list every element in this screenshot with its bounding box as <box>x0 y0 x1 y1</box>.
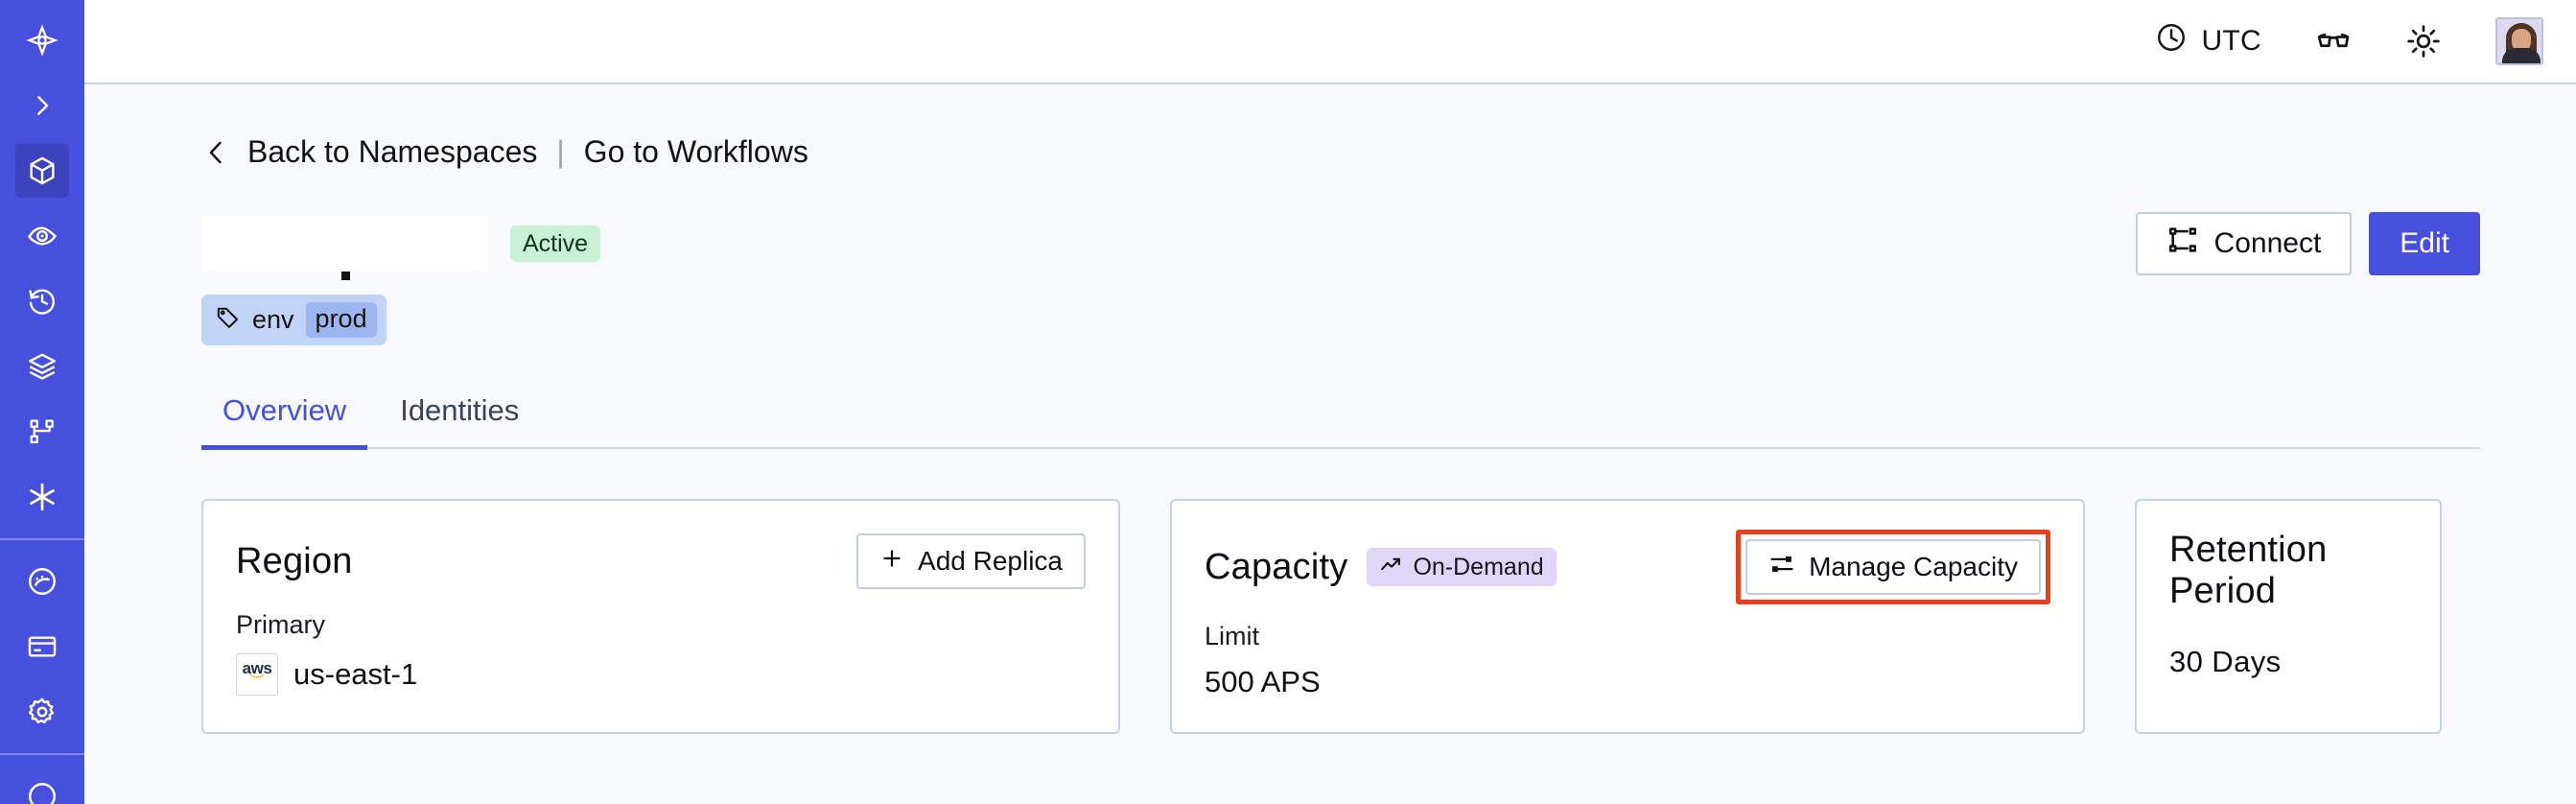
user-avatar[interactable] <box>2495 17 2543 65</box>
capacity-card: Capacity On-Demand <box>1170 499 2085 734</box>
tag-chip-env[interactable]: env prod <box>201 295 386 345</box>
tag-value: prod <box>305 302 377 338</box>
help-circle-icon <box>26 780 59 804</box>
glasses-icon[interactable] <box>2315 23 2352 59</box>
tag-key: env <box>252 305 294 334</box>
region-sub-label: Primary <box>236 610 325 639</box>
asterisk-icon <box>25 480 59 514</box>
primary-sidebar <box>0 0 84 804</box>
manage-capacity-button[interactable]: Manage Capacity <box>1745 539 2041 595</box>
gear-icon <box>26 696 59 728</box>
namespace-title-group: Active <box>201 216 601 280</box>
gauge-icon <box>26 565 59 598</box>
sun-icon[interactable] <box>2405 23 2442 59</box>
trending-up-icon <box>1379 553 1403 581</box>
timezone-label: UTC <box>2201 25 2261 57</box>
chevron-right-icon <box>28 91 57 120</box>
sidebar-item-usage[interactable] <box>15 555 69 608</box>
namespace-header-row: Active <box>201 210 2480 280</box>
avatar-body <box>2502 48 2541 63</box>
capacity-card-header: Capacity On-Demand <box>1205 530 2050 604</box>
connect-button-label: Connect <box>2213 227 2322 259</box>
region-card-title: Region <box>236 540 353 581</box>
top-bar: UTC <box>84 0 2576 84</box>
sidebar-item-expand-nav[interactable] <box>15 79 69 132</box>
sidebar-item-integrations[interactable] <box>15 470 69 524</box>
sidebar-item-brand-logo[interactable] <box>15 13 69 67</box>
aws-logo-swoosh: ︶ <box>249 674 265 690</box>
sidebar-item-help[interactable] <box>15 769 69 804</box>
connect-flow-icon <box>2166 224 2199 264</box>
layers-icon <box>26 350 59 383</box>
page-inner: Back to Namespaces | Go to Workflows Act… <box>84 134 2576 734</box>
plus-icon <box>879 546 904 578</box>
aws-logo-icon: aws ︶ <box>236 653 278 696</box>
edit-button[interactable]: Edit <box>2369 212 2480 275</box>
on-demand-badge: On-Demand <box>1367 548 1557 586</box>
breadcrumb-back-link[interactable]: Back to Namespaces <box>247 134 538 169</box>
sidebar-item-billing[interactable] <box>15 620 69 674</box>
tag-icon <box>215 304 241 337</box>
main-column: UTC <box>84 0 2576 804</box>
capacity-sub-label: Limit <box>1205 622 1260 650</box>
retention-card: Retention Period 30 Days <box>2135 499 2442 734</box>
manage-capacity-label: Manage Capacity <box>1809 552 2018 581</box>
capacity-value: 500 APS <box>1205 665 1321 698</box>
overview-cards: Region Add Replica <box>201 499 2480 734</box>
git-branch-icon <box>27 416 58 447</box>
page-title <box>201 216 489 280</box>
sidebar-item-history[interactable] <box>15 274 69 328</box>
top-bar-actions: UTC <box>2155 17 2543 65</box>
tab-bar: Overview Identities <box>201 393 2480 450</box>
region-card-header: Region Add Replica <box>236 530 1086 593</box>
capacity-title-group: Capacity On-Demand <box>1205 547 1557 588</box>
clock-icon <box>2155 21 2188 61</box>
cube-icon <box>26 154 59 187</box>
sidebar-item-workflows[interactable] <box>15 405 69 459</box>
on-demand-label: On-Demand <box>1413 553 1544 580</box>
sidebar-item-settings[interactable] <box>15 685 69 739</box>
sidebar-divider-1 <box>0 538 84 540</box>
chevron-left-icon[interactable] <box>201 135 230 170</box>
edit-button-label: Edit <box>2400 227 2449 259</box>
region-card: Region Add Replica <box>201 499 1120 734</box>
namespace-actions: Connect Edit <box>2135 212 2480 275</box>
sidebar-item-namespaces[interactable] <box>15 144 69 198</box>
breadcrumb-workflows-link[interactable]: Go to Workflows <box>583 134 808 169</box>
retention-card-header: Retention Period <box>2169 530 2407 612</box>
tab-overview[interactable]: Overview <box>201 393 368 450</box>
manage-capacity-highlight: Manage Capacity <box>1736 530 2050 604</box>
breadcrumb: Back to Namespaces | Go to Workflows <box>201 134 2480 170</box>
namespace-tags: env prod <box>201 295 2480 345</box>
retention-value: 30 Days <box>2169 645 2282 678</box>
avatar-face <box>2512 29 2531 52</box>
add-replica-label: Add Replica <box>918 546 1063 576</box>
retention-card-title: Retention Period <box>2169 530 2328 611</box>
page-canvas: Back to Namespaces | Go to Workflows Act… <box>84 84 2576 804</box>
region-value: us-east-1 <box>293 657 418 691</box>
status-badge: Active <box>510 225 601 262</box>
timezone-selector[interactable]: UTC <box>2155 21 2261 61</box>
capacity-card-title: Capacity <box>1205 546 1348 587</box>
aws-logo-text: aws <box>242 659 272 677</box>
add-replica-button[interactable]: Add Replica <box>856 533 1086 589</box>
eye-icon <box>26 220 59 252</box>
clock-rewind-icon <box>26 285 59 318</box>
sidebar-divider-2 <box>0 753 84 755</box>
temporal-logo-icon <box>26 24 59 57</box>
sidebar-item-observability[interactable] <box>15 209 69 263</box>
connect-button[interactable]: Connect <box>2135 212 2353 275</box>
credit-card-icon <box>26 630 59 663</box>
sliders-icon <box>1768 551 1795 584</box>
sidebar-item-layers[interactable] <box>15 340 69 393</box>
region-title-group: Region <box>236 541 353 582</box>
breadcrumb-separator: | <box>556 134 565 169</box>
tab-identities[interactable]: Identities <box>400 393 520 427</box>
region-value-row: aws ︶ us-east-1 <box>236 653 1086 696</box>
